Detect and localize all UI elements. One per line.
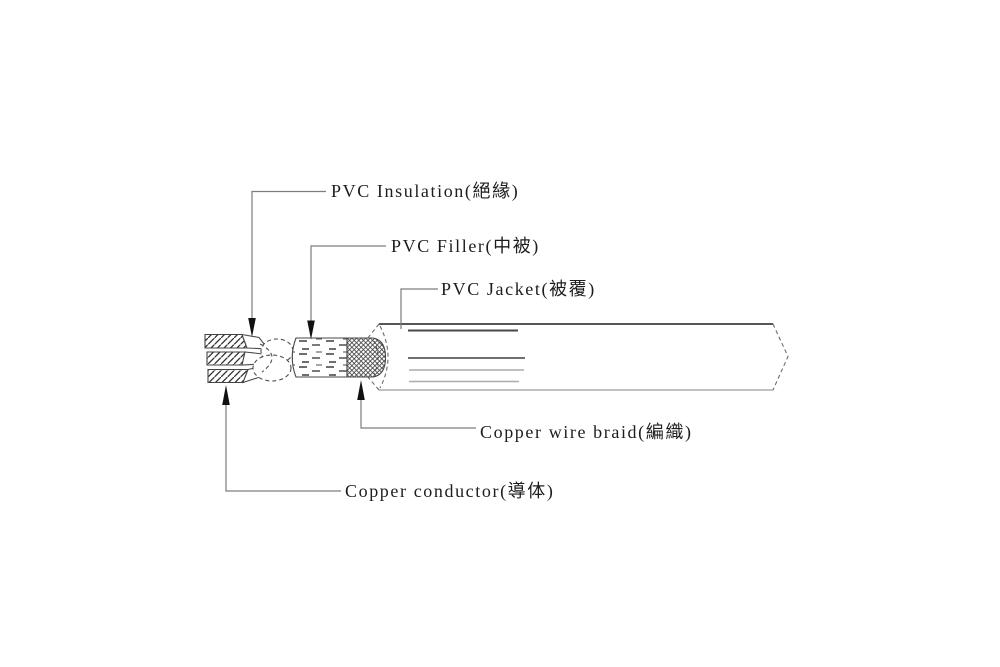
arrow-insulation <box>248 318 256 337</box>
leader-jacket <box>400 288 438 329</box>
twisted-core-bundle <box>252 338 294 382</box>
leader-braid <box>360 399 476 429</box>
label-copper-conductor: Copper conductor(導体) <box>345 481 555 501</box>
jacket-cut-end <box>772 323 789 391</box>
label-pvc-insulation: PVC Insulation(絕緣) <box>331 181 520 201</box>
arrow-conductor <box>222 385 230 405</box>
jacket-flare-mouth <box>366 323 389 391</box>
copper-conductor-wires <box>204 333 249 384</box>
pvc-filler-section <box>291 337 348 378</box>
arrow-braid <box>357 380 365 400</box>
leader-arrows <box>222 318 365 405</box>
label-pvc-jacket: PVC Jacket(被覆) <box>441 279 596 299</box>
leader-conductor <box>225 404 341 492</box>
leader-lines <box>225 190 476 492</box>
label-copper-wire-braid: Copper wire braid(編織) <box>480 422 693 442</box>
leader-insulation <box>251 190 326 319</box>
label-pvc-filler: PVC Filler(中被) <box>391 236 540 256</box>
copper-wire-braid-section <box>346 337 387 378</box>
arrow-filler <box>307 320 315 340</box>
leader-filler <box>310 245 386 321</box>
pvc-jacket-body <box>366 323 789 391</box>
jacket-surface-lines <box>408 329 525 383</box>
